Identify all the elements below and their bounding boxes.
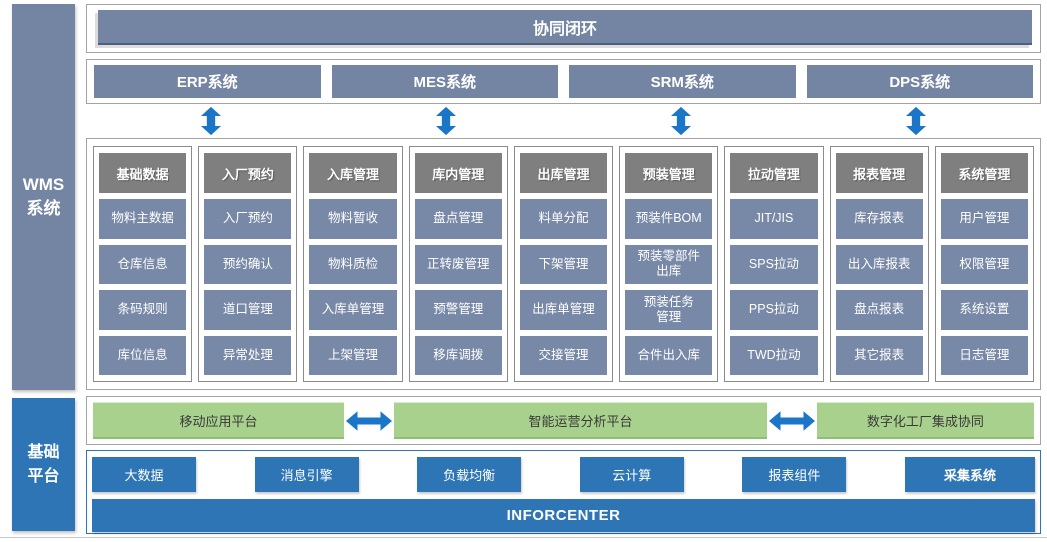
module-item: 物料质检 bbox=[309, 244, 397, 284]
module-item: 交接管理 bbox=[519, 335, 608, 375]
system-box-srm: SRM系统 bbox=[569, 65, 796, 98]
module-item: 物料暂收 bbox=[309, 199, 397, 239]
module-item: 用户管理 bbox=[940, 199, 1028, 239]
module-item: 异常处理 bbox=[204, 335, 292, 375]
inforcenter-bar: INFORCENTER bbox=[92, 499, 1035, 532]
module-header: 入库管理 bbox=[309, 153, 397, 193]
collaboration-banner-frame: 协同闭环 bbox=[86, 4, 1041, 53]
service-collection-system: 采集系统 bbox=[904, 457, 1035, 492]
module-item: SPS拉动 bbox=[730, 244, 818, 284]
module-column-report-management: 报表管理 库存报表 出入库报表 盘点报表 其它报表 bbox=[829, 146, 929, 382]
module-item: 预约确认 bbox=[204, 244, 292, 284]
module-item: 移库调拨 bbox=[414, 335, 502, 375]
platform-intelligent-operation-analysis: 智能运营分析平台 bbox=[394, 402, 767, 439]
module-item: 系统设置 bbox=[940, 290, 1028, 330]
module-column-basic-data: 基础数据 物料主数据 仓库信息 条码规则 库位信息 bbox=[93, 146, 193, 382]
module-item: 日志管理 bbox=[940, 335, 1028, 375]
module-item: 库位信息 bbox=[99, 335, 187, 375]
module-header: 库内管理 bbox=[414, 153, 502, 193]
module-item: 出库单管理 bbox=[519, 290, 608, 330]
foundation-services-frame: 大数据 消息引擎 负载均衡 云计算 报表组件 采集系统 INFORCENTER bbox=[86, 450, 1041, 534]
module-column-inbound-management: 入库管理 物料暂收 物料质检 入库单管理 上架管理 bbox=[303, 146, 403, 382]
module-header: 预装管理 bbox=[625, 153, 713, 193]
module-item: 道口管理 bbox=[204, 290, 292, 330]
module-header: 报表管理 bbox=[835, 153, 923, 193]
module-header: 基础数据 bbox=[99, 153, 187, 193]
module-item: 盘点管理 bbox=[414, 199, 502, 239]
module-item: 上架管理 bbox=[309, 335, 397, 375]
service-message-engine: 消息引擎 bbox=[254, 457, 359, 492]
slide-edge-line bbox=[0, 537, 1047, 538]
service-load-balancing: 负载均衡 bbox=[417, 457, 522, 492]
module-item: 库存报表 bbox=[835, 199, 923, 239]
module-item: 预装任务 管理 bbox=[625, 290, 713, 330]
base-platform-rail-label: 基础 平台 bbox=[12, 398, 75, 531]
module-column-pull-management: 拉动管理 JIT/JIS SPS拉动 PPS拉动 TWD拉动 bbox=[724, 146, 824, 382]
module-item: PPS拉动 bbox=[730, 290, 818, 330]
module-item: 盘点报表 bbox=[835, 290, 923, 330]
module-item: 下架管理 bbox=[519, 244, 608, 284]
vertical-double-arrow-icon bbox=[564, 104, 799, 138]
module-item: 其它报表 bbox=[835, 335, 923, 375]
module-item: 预警管理 bbox=[414, 290, 502, 330]
platform-mobile-app: 移动应用平台 bbox=[93, 402, 345, 439]
module-item: 出入库报表 bbox=[835, 244, 923, 284]
module-item: 物料主数据 bbox=[99, 199, 187, 239]
module-item: JIT/JIS bbox=[730, 199, 818, 239]
vertical-double-arrow-icon bbox=[328, 104, 563, 138]
external-systems-frame: ERP系统 MES系统 SRM系统 DPS系统 bbox=[86, 59, 1041, 104]
wms-system-rail-label: WMS 系统 bbox=[12, 4, 75, 390]
module-item: 权限管理 bbox=[940, 244, 1028, 284]
module-item: 预装零部件 出库 bbox=[625, 244, 713, 284]
module-column-system-management: 系统管理 用户管理 权限管理 系统设置 日志管理 bbox=[934, 146, 1034, 382]
module-item: 合件出入库 bbox=[625, 335, 713, 375]
module-column-warehouse-internal: 库内管理 盘点管理 正转废管理 预警管理 移库调拨 bbox=[408, 146, 508, 382]
module-item: 正转废管理 bbox=[414, 244, 502, 284]
vertical-double-arrow-icon bbox=[799, 104, 1034, 138]
module-header: 系统管理 bbox=[940, 153, 1028, 193]
wms-modules-grid: 基础数据 物料主数据 仓库信息 条码规则 库位信息 入厂预约 入厂预约 预约确认… bbox=[86, 138, 1041, 390]
module-item: 仓库信息 bbox=[99, 244, 187, 284]
module-column-preassembly-management: 预装管理 预装件BOM 预装零部件 出库 预装任务 管理 合件出入库 bbox=[619, 146, 719, 382]
service-big-data: 大数据 bbox=[92, 457, 196, 492]
horizontal-double-arrow-icon bbox=[344, 410, 394, 431]
vertical-double-arrow-icon bbox=[93, 104, 328, 138]
services-row: 大数据 消息引擎 负载均衡 云计算 报表组件 采集系统 bbox=[92, 457, 1035, 492]
module-item: 预装件BOM bbox=[625, 199, 713, 239]
module-item: 条码规则 bbox=[99, 290, 187, 330]
service-report-component: 报表组件 bbox=[742, 457, 847, 492]
platform-digital-factory-integration: 数字化工厂集成协同 bbox=[816, 402, 1034, 439]
module-header: 入厂预约 bbox=[204, 153, 292, 193]
module-column-outbound-management: 出库管理 料单分配 下架管理 出库单管理 交接管理 bbox=[513, 146, 614, 382]
service-cloud-computing: 云计算 bbox=[579, 457, 684, 492]
system-box-erp: ERP系统 bbox=[94, 65, 321, 98]
module-item: TWD拉动 bbox=[730, 335, 818, 375]
system-box-dps: DPS系统 bbox=[806, 65, 1033, 98]
module-item: 入库单管理 bbox=[309, 290, 397, 330]
system-box-mes: MES系统 bbox=[331, 65, 558, 98]
module-header: 出库管理 bbox=[519, 153, 608, 193]
collaboration-loop-banner: 协同闭环 bbox=[98, 10, 1032, 45]
integration-arrows-row bbox=[86, 104, 1041, 138]
horizontal-double-arrow-icon bbox=[767, 410, 817, 431]
platforms-row: 移动应用平台 智能运营分析平台 数字化工厂集成协同 bbox=[86, 396, 1041, 445]
module-item: 入厂预约 bbox=[204, 199, 292, 239]
module-item: 料单分配 bbox=[519, 199, 608, 239]
module-column-inbound-appointment: 入厂预约 入厂预约 预约确认 道口管理 异常处理 bbox=[198, 146, 298, 382]
module-header: 拉动管理 bbox=[730, 153, 818, 193]
